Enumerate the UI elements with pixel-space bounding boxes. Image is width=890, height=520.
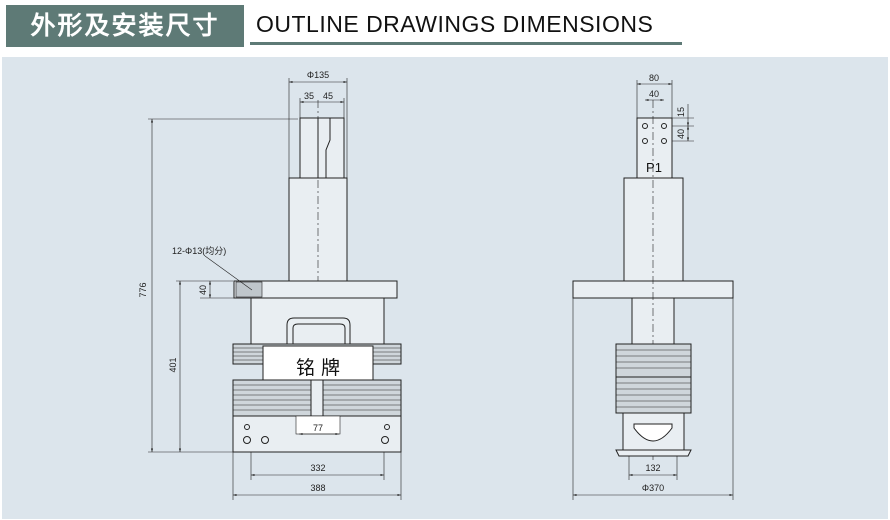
title-underline bbox=[250, 42, 682, 45]
front-view bbox=[148, 78, 402, 500]
side-view bbox=[572, 80, 734, 500]
dim-40-front: 40 bbox=[198, 285, 208, 295]
base-hole-icon bbox=[261, 436, 269, 444]
nameplate-label: 铭 牌 bbox=[296, 357, 340, 379]
dim-15: 15 bbox=[676, 107, 686, 117]
title-en: OUTLINE DRAWINGS DIMENSIONS bbox=[256, 11, 654, 37]
side-bracket bbox=[633, 423, 673, 442]
dim-phi135: Φ135 bbox=[307, 70, 329, 80]
title-cn: 外形及安装尺寸 bbox=[6, 5, 244, 47]
dim-phi370: Φ370 bbox=[642, 483, 664, 493]
side-bushing bbox=[623, 177, 684, 282]
dim-40-top: 40 bbox=[649, 89, 659, 99]
front-terminal-bar bbox=[299, 117, 345, 179]
side-view-labels: 80 40 15 40 P1 132 Φ370 bbox=[642, 73, 686, 493]
dim-40-right: 40 bbox=[676, 129, 686, 139]
dim-80: 80 bbox=[649, 73, 659, 83]
dim-401: 401 bbox=[168, 357, 178, 372]
drawing-area bbox=[2, 57, 888, 519]
base-hole-icon bbox=[381, 436, 389, 444]
side-core-upper bbox=[615, 343, 692, 378]
dim-132: 132 bbox=[645, 463, 660, 473]
dim-776: 776 bbox=[138, 282, 148, 297]
dim-45: 45 bbox=[323, 91, 333, 101]
front-neck bbox=[250, 297, 385, 345]
dim-388: 388 bbox=[310, 483, 325, 493]
hole-note: 12-Φ13(均分) bbox=[172, 245, 226, 256]
dim-35: 35 bbox=[304, 91, 314, 101]
header: 外形及安装尺寸 OUTLINE DRAWINGS DIMENSIONS bbox=[0, 0, 890, 56]
dim-332: 332 bbox=[310, 463, 325, 473]
dim-77: 77 bbox=[313, 423, 323, 433]
terminal-label: P1 bbox=[646, 160, 662, 175]
base-hole-icon bbox=[243, 436, 251, 444]
front-view-labels: Φ135 35 45 776 401 40 12-Φ13(均分) 铭 牌 77 … bbox=[138, 70, 340, 493]
